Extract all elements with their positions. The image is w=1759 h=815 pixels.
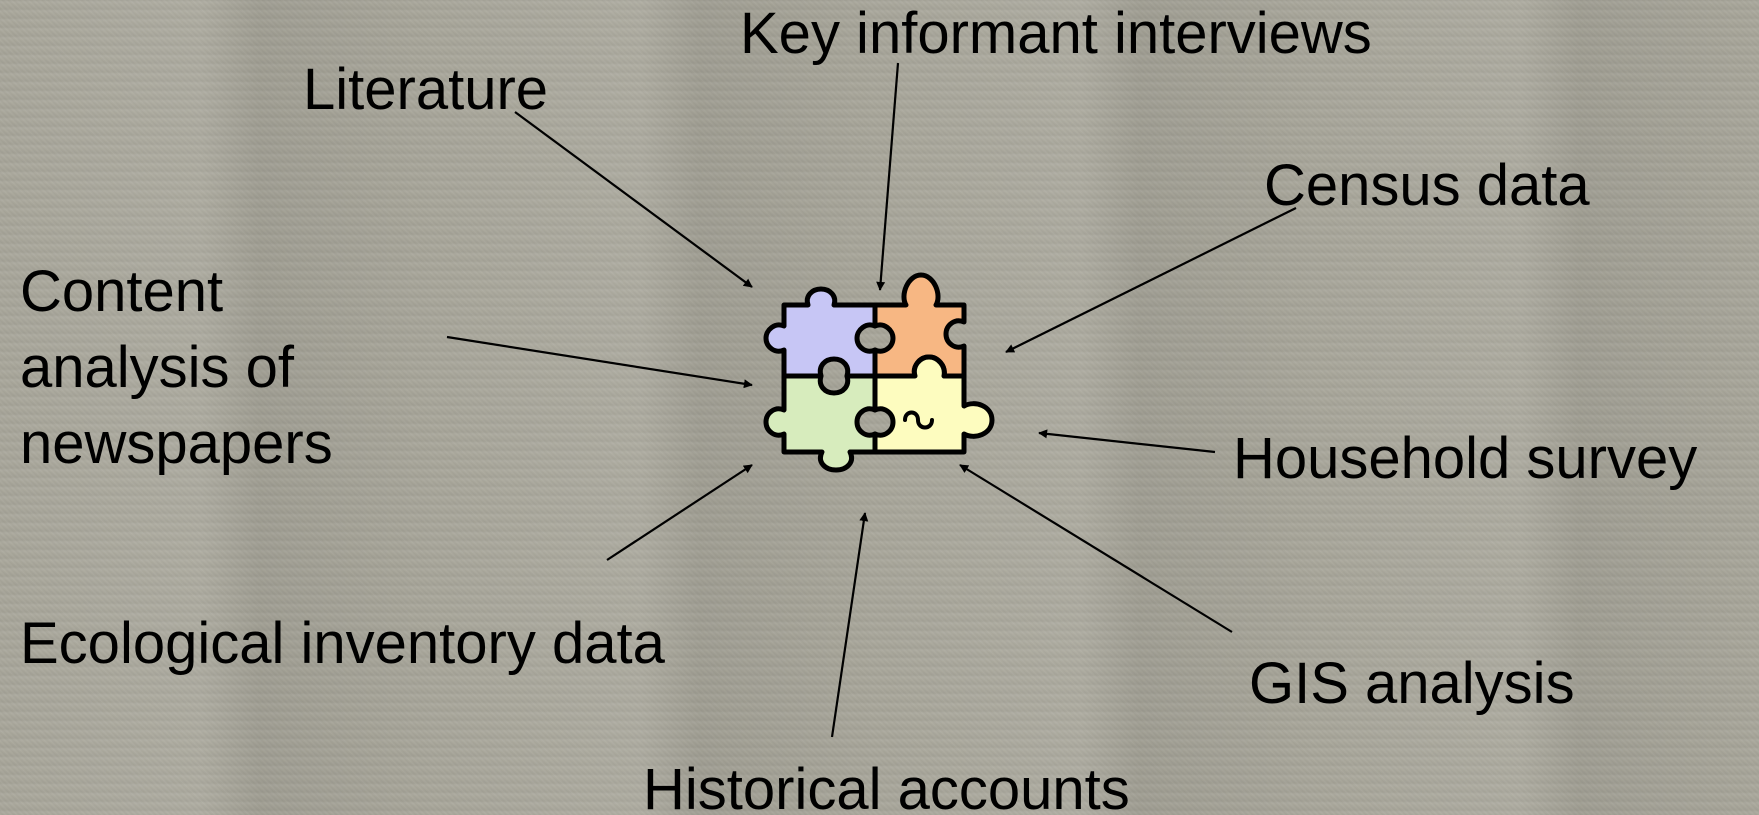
label-content-analysis-of-newspapers: Content analysis of newspapers [20,254,440,482]
arrow-historical [830,512,869,738]
label-household-survey: Household survey [1233,426,1698,491]
label-literature: Literature [303,57,549,122]
label-ecological-inventory-data: Ecological inventory data [20,611,665,676]
label-content-line-2: analysis of [20,335,295,400]
label-key-informant-interviews: Key informant interviews [740,1,1372,66]
label-content-line-1: Content [20,259,224,324]
label-historical-accounts: Historical accounts [643,757,1130,815]
arrow-content-analysis [446,335,753,389]
puzzle-piece-bottom-right [872,354,995,455]
label-census-data: Census data [1264,153,1590,218]
puzzle-piece-bottom-left [763,373,878,473]
arrow-literature [514,111,753,288]
arrow-key-informant [876,62,900,291]
label-gis-analysis: GIS analysis [1249,651,1575,716]
label-content-line-3: newspapers [20,411,333,476]
arrow-household [1038,429,1216,454]
arrow-census [1005,207,1297,353]
arrow-gis [959,464,1233,633]
arrow-ecological [606,464,753,561]
puzzle-piece-top-left [763,286,878,379]
puzzle-seam-detail [903,410,934,430]
